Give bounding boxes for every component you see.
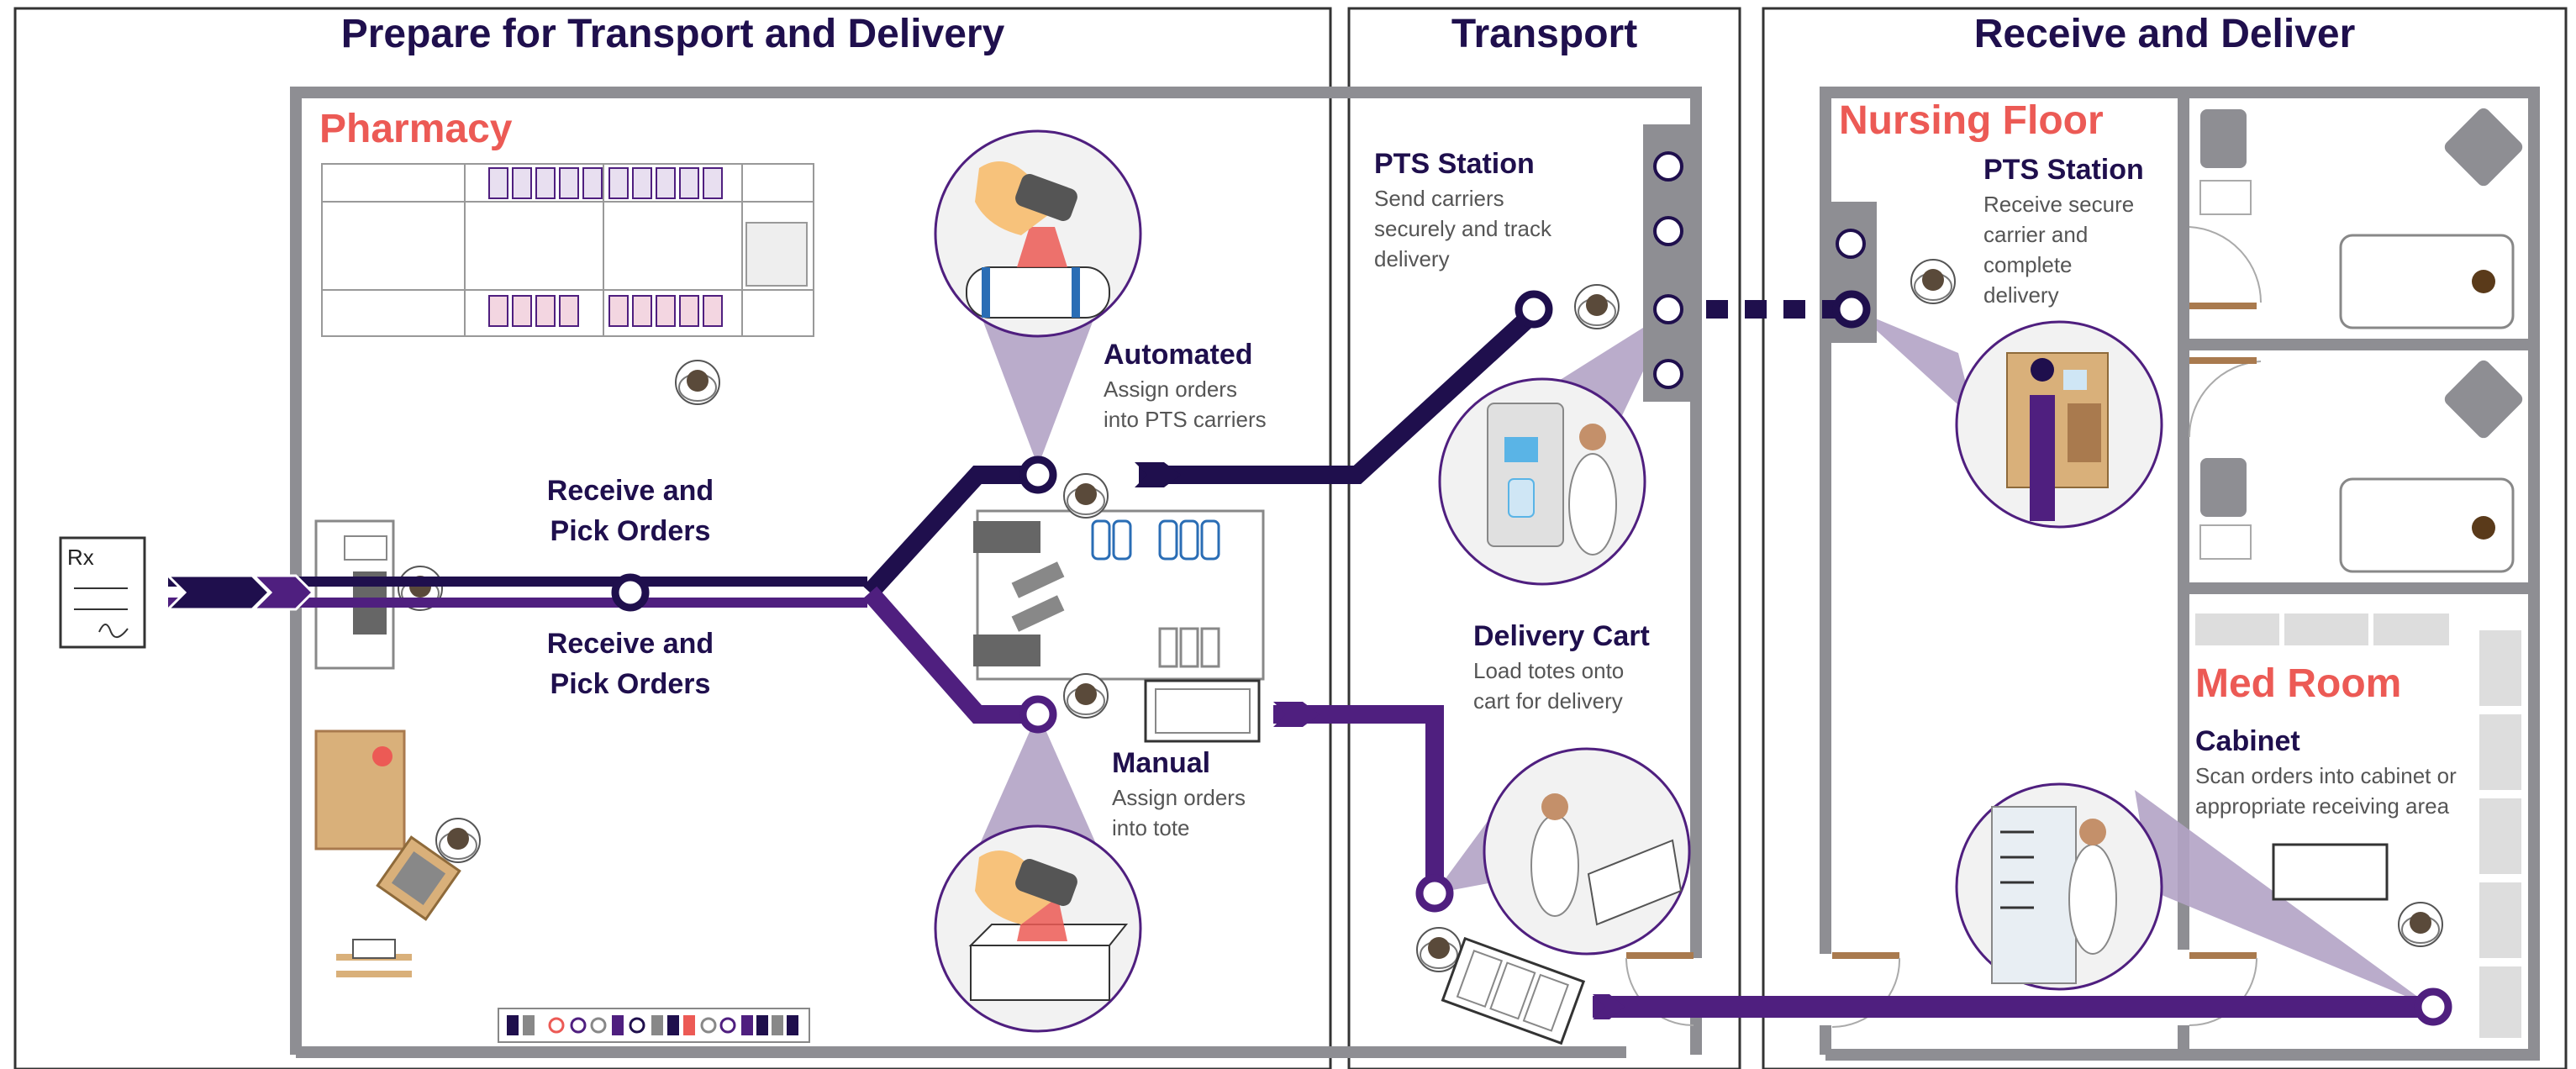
pts-receive-desc: Receive secure carrier and complete deli… bbox=[1983, 192, 2135, 308]
door-sill-2 bbox=[2189, 357, 2257, 364]
bin-strip bbox=[498, 1008, 810, 1043]
door-patient-1 bbox=[2189, 226, 2263, 303]
automated-title: Automated bbox=[1104, 339, 1253, 371]
sorter-person-top-icon bbox=[1063, 473, 1109, 519]
flow-nodes bbox=[611, 290, 2452, 1026]
arrow-manual bbox=[1273, 702, 1320, 727]
receiving-station bbox=[314, 519, 395, 670]
node-pts-receive bbox=[1832, 290, 1871, 329]
callout-pts-receive-content bbox=[2006, 352, 2109, 521]
node-receive-pick bbox=[611, 573, 650, 612]
pharmacy-wall bbox=[290, 87, 1702, 1055]
packing-person-icon bbox=[435, 818, 481, 863]
node-cabinet bbox=[2414, 987, 2452, 1026]
patient-room-furniture bbox=[2199, 108, 2523, 573]
supply-box bbox=[314, 729, 461, 977]
prescription-icon bbox=[59, 536, 146, 649]
node-automated bbox=[1019, 456, 1057, 494]
receive-pick-label-top: Receive and Pick Orders bbox=[546, 475, 714, 547]
path-manual bbox=[862, 586, 1444, 893]
automated-desc: Assign orders into PTS carriers bbox=[1104, 377, 1267, 432]
delivery-cart-desc: Load totes onto cart for delivery bbox=[1473, 658, 1625, 714]
pts-tube-send bbox=[1643, 124, 1695, 402]
callout-manual-content bbox=[968, 850, 1129, 1001]
pts-send-title: PTS Station bbox=[1374, 148, 1535, 180]
flow-arrows bbox=[165, 462, 1625, 1019]
pts-operator-receive-icon bbox=[1910, 259, 1956, 304]
receive-pick-label-bottom: Receive and Pick Orders bbox=[546, 628, 714, 700]
section-title-receive: Receive and Deliver bbox=[1973, 12, 2356, 56]
patient-room-divider-1 bbox=[2178, 92, 2534, 350]
room-title-med-room: Med Room bbox=[2195, 661, 2402, 706]
arrow-automated bbox=[1135, 462, 1181, 487]
pts-send-desc: Send carriers securely and track deliver… bbox=[1374, 186, 1551, 271]
med-room-furniture bbox=[2195, 613, 2521, 1038]
door-sill-med bbox=[2189, 952, 2257, 959]
delivery-cart-title: Delivery Cart bbox=[1473, 620, 1650, 652]
section-frame-transport bbox=[1347, 7, 1741, 1069]
manual-desc: Assign orders into tote bbox=[1112, 785, 1246, 840]
section-frames bbox=[13, 7, 2568, 1069]
room-title-pharmacy: Pharmacy bbox=[319, 107, 513, 151]
delivery-cart bbox=[1441, 936, 1586, 1045]
node-delivery-cart bbox=[1415, 874, 1454, 913]
callout-cart-content bbox=[1530, 793, 1683, 926]
door-patient-2 bbox=[2188, 361, 2262, 438]
section-frame-receive bbox=[1762, 7, 2568, 1069]
callout-wedge-pts-receive bbox=[1853, 309, 1975, 420]
door-sill-1 bbox=[2189, 303, 2257, 309]
section-title-prepare: Prepare for Transport and Delivery bbox=[340, 12, 1005, 56]
patient-room-divider-2 bbox=[2178, 345, 2534, 594]
cabinet-desc: Scan orders into cabinet or appropriate … bbox=[2195, 763, 2457, 819]
callout-automated-content bbox=[966, 161, 1110, 319]
path-automated bbox=[862, 302, 1545, 599]
door-sill-transport bbox=[1626, 952, 1694, 959]
callout-cabinet-content bbox=[1991, 806, 2117, 984]
arrow-intake-2 bbox=[250, 574, 315, 611]
sorter-person-bottom-icon bbox=[1063, 673, 1109, 719]
section-title-transport: Transport bbox=[1451, 12, 1638, 56]
nurse-cabinet-icon bbox=[2398, 902, 2443, 947]
pts-operator-send-icon bbox=[1574, 284, 1620, 329]
room-title-nursing-floor: Nursing Floor bbox=[1839, 98, 2104, 143]
sorting-table bbox=[973, 509, 1265, 681]
door-sill-nursing bbox=[1832, 952, 1899, 959]
node-manual bbox=[1019, 695, 1057, 734]
nursing-wall bbox=[1820, 87, 2540, 1061]
node-pts-send bbox=[1515, 290, 1553, 329]
callout-pts-send-content bbox=[1487, 403, 1617, 556]
pharmacist-icon bbox=[675, 360, 720, 405]
pharmacy-storage-unit bbox=[321, 163, 814, 337]
manual-title: Manual bbox=[1112, 747, 1211, 779]
storage-bins-bottom bbox=[488, 295, 723, 327]
prescription-label: Rx bbox=[67, 545, 94, 570]
tote bbox=[1144, 679, 1261, 743]
cabinet-title: Cabinet bbox=[2195, 725, 2300, 757]
arrow-med bbox=[1593, 994, 1625, 1019]
storage-bins-top bbox=[488, 167, 723, 199]
pts-receive-title: PTS Station bbox=[1983, 154, 2144, 186]
section-frame-prepare bbox=[13, 7, 1332, 1069]
arrow-intake-1 bbox=[165, 574, 271, 611]
